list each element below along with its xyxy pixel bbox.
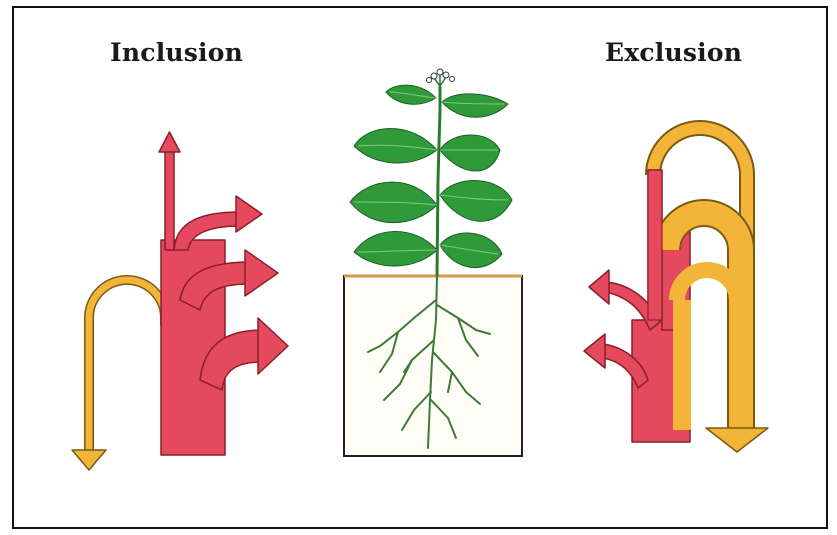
inclusion-yellow-arrow bbox=[72, 280, 165, 470]
plant-leaves bbox=[350, 85, 512, 267]
exclusion-diagram bbox=[584, 128, 768, 452]
inclusion-diagram bbox=[72, 132, 288, 470]
plant-stem bbox=[437, 86, 440, 276]
exclusion-down-arrowhead bbox=[706, 428, 768, 452]
inclusion-red-arrows bbox=[159, 132, 288, 455]
plant-illustration bbox=[344, 69, 522, 456]
